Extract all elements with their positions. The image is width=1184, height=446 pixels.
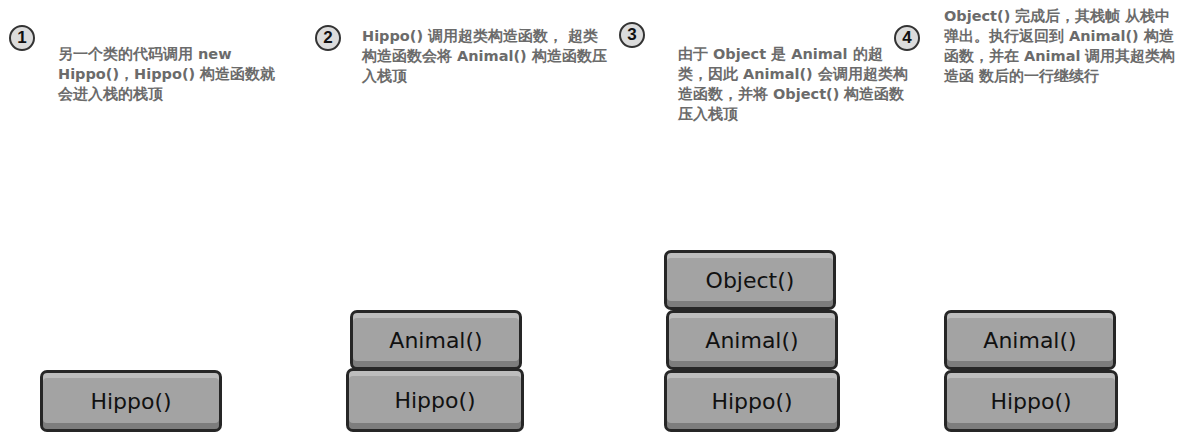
callout-circle (895, 26, 919, 50)
frame-label: Hippo() (711, 389, 792, 414)
stack-frame-block: Animal() (666, 310, 838, 370)
frame-label: Hippo() (90, 389, 171, 414)
stack-frame-block: Hippo() (346, 368, 524, 432)
callout-number: 4 (895, 26, 919, 50)
callout-number: 3 (620, 23, 644, 47)
frame-label: Animal() (705, 328, 798, 353)
callout-number: 2 (316, 26, 340, 50)
callout-circle (620, 23, 644, 47)
callout-number: 1 (10, 26, 34, 50)
stack-frame-block: Animal() (350, 310, 522, 370)
step-note: Object() 完成后，其栈帧 从栈中弹出。执行返回到 Animal() 构造… (944, 6, 1178, 86)
frame-label: Hippo() (990, 389, 1071, 414)
callout-circle (316, 26, 340, 50)
step-note: Hippo() 调用超类构造函数， 超类构造函数会将 Animal() 构造函数… (362, 26, 612, 86)
step-note: 由于 Object 是 Animal 的超类，因此 Animal() 会调用超类… (678, 44, 910, 124)
frame-label: Object() (706, 268, 795, 293)
stack-frame-block: Hippo() (40, 370, 222, 432)
stack-frame-block: Object() (664, 250, 836, 310)
frame-label: Hippo() (394, 388, 475, 413)
stack-frame-block: Animal() (944, 310, 1116, 370)
frame-label: Animal() (389, 328, 482, 353)
step-note: 另一个类的代码调用 new Hippo()，Hippo() 构造函数就会进入栈的… (58, 44, 286, 104)
stack-frame-block: Hippo() (944, 370, 1118, 432)
callout-circle (10, 26, 34, 50)
stack-frame-block: Hippo() (664, 370, 840, 432)
frame-label: Animal() (983, 328, 1076, 353)
